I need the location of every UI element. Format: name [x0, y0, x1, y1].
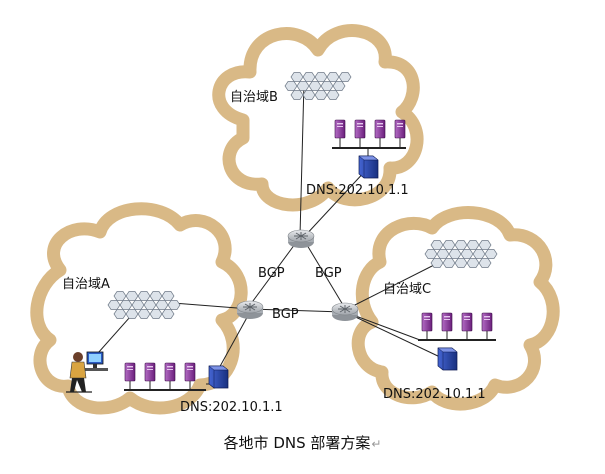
bgp-label-left: BGP — [258, 266, 285, 281]
links — [89, 81, 441, 371]
router-right — [331, 302, 359, 322]
domain-b-label: 自治域B — [230, 90, 278, 105]
dns-server-b — [358, 155, 379, 179]
network-mesh-a — [107, 291, 181, 319]
user-workstation-icon — [66, 351, 108, 393]
server-group-b — [332, 119, 406, 158]
cloud-domain-c — [351, 206, 560, 411]
bgp-label-bottom: BGP — [272, 307, 299, 322]
dns-server-c — [437, 347, 458, 371]
dns-label-b: DNS:202.10.1.1 — [306, 183, 409, 198]
cloud-domain-b — [212, 24, 424, 212]
server-group-a — [124, 362, 214, 391]
server-group-c — [418, 312, 496, 341]
bgp-label-right: BGP — [315, 266, 342, 281]
domain-c-label: 自治域C — [383, 282, 431, 297]
dns-server-a — [208, 365, 229, 389]
dns-label-a: DNS:202.10.1.1 — [180, 400, 283, 415]
dns-label-c: DNS:202.10.1.1 — [383, 387, 486, 402]
caption-text: 各地市 DNS 部署方案 — [223, 434, 371, 452]
router-top — [287, 229, 315, 249]
figure-caption: 各地市 DNS 部署方案↵ — [0, 432, 605, 453]
router-left — [236, 300, 264, 320]
network-mesh-c — [424, 240, 498, 268]
domain-a-label: 自治域A — [62, 277, 110, 292]
paragraph-return-mark: ↵ — [371, 437, 382, 451]
